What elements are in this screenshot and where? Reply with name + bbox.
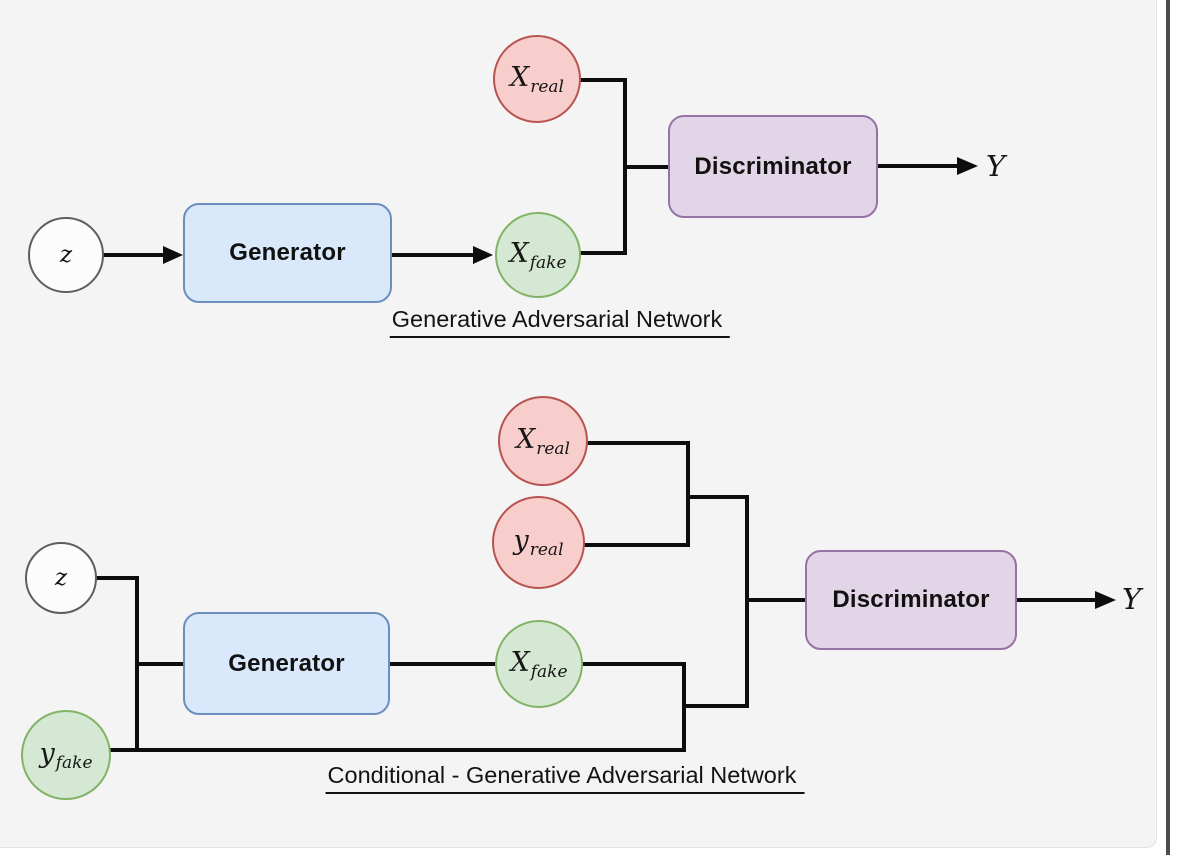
cgan-yfake-node: yfake [21,710,111,800]
gan-xreal-node: Xreal [493,35,581,123]
cgan-generator-label: Generator [228,649,345,677]
gan-generator-label: Generator [229,239,346,266]
cgan-xfake-label: Xfake [510,646,568,682]
cgan-output-label: Y [1122,582,1142,616]
gan-discriminator-box: Discriminator [668,115,878,218]
cgan-z-node: z [25,542,97,614]
gan-output-label: Y [986,149,1006,183]
cgan-yfake-label: yfake [39,737,93,773]
cgan-yreal-node: yreal [492,496,585,589]
cgan-discriminator-box: Discriminator [805,550,1017,650]
cgan-xfake-node: Xfake [495,620,583,708]
cgan-yreal-label: yreal [513,525,564,560]
cgan-xreal-node: Xreal [498,396,588,486]
cgan-discriminator-label: Discriminator [832,586,990,613]
gan-z-node: z [28,217,104,293]
gan-discriminator-label: Discriminator [694,152,852,180]
cgan-caption: Conditional - Generative Adversarial Net… [325,762,805,794]
gan-caption: Generative Adversarial Network [389,306,731,338]
page-edge-line [1166,0,1170,855]
gan-xreal-label: Xreal [510,61,564,97]
gan-generator-box: Generator [183,203,392,303]
cgan-xreal-label: Xreal [516,423,570,459]
cgan-z-label: z [54,565,68,591]
gan-xfake-label: Xfake [509,237,567,273]
gan-xfake-node: Xfake [495,212,581,298]
cgan-generator-box: Generator [183,612,390,715]
gan-z-label: z [59,242,73,268]
